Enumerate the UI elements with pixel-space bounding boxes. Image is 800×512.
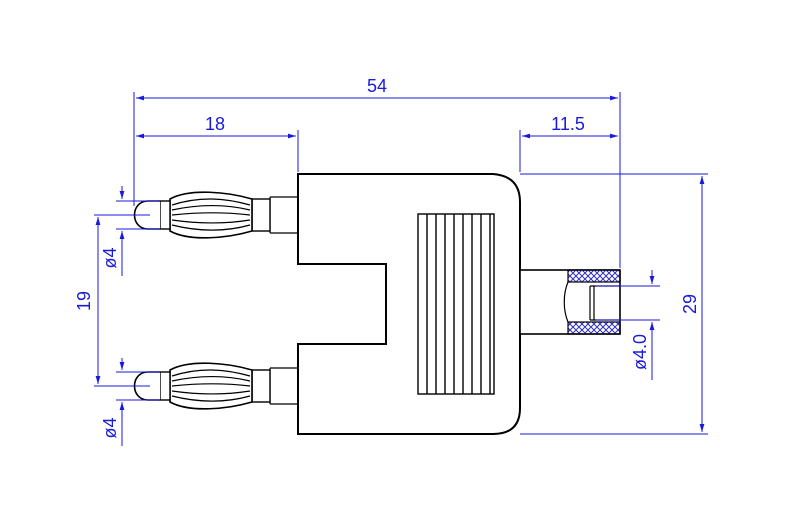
pin-length-label: 18 bbox=[205, 114, 225, 134]
dimension-overall-length: 54 bbox=[133, 76, 621, 268]
dimension-socket-diameter: ø4.0 bbox=[596, 270, 660, 380]
dimension-pin-spacing: 19 bbox=[74, 214, 150, 387]
grip-ribs bbox=[417, 213, 495, 395]
socket-depth-label: 11.5 bbox=[551, 114, 585, 134]
dimension-pin-diameter-lower: ø4 bbox=[100, 358, 160, 446]
pin-diameter-upper-label: ø4 bbox=[100, 247, 120, 268]
pin-spacing-label: 19 bbox=[74, 291, 94, 311]
dimension-pin-length: 18 bbox=[136, 114, 299, 172]
lower-banana-pin bbox=[133, 362, 271, 410]
upper-banana-pin bbox=[133, 191, 271, 239]
dimension-pin-diameter-upper: ø4 bbox=[100, 186, 160, 276]
overall-length-label: 54 bbox=[367, 76, 387, 96]
pin-diameter-lower-label: ø4 bbox=[100, 417, 120, 438]
dimension-socket-depth: 11.5 bbox=[519, 114, 618, 172]
rear-socket bbox=[519, 269, 621, 335]
height-label: 29 bbox=[680, 294, 700, 314]
dimension-height: 29 bbox=[520, 173, 708, 435]
socket-diameter-label: ø4.0 bbox=[630, 334, 650, 370]
adapter-body bbox=[297, 173, 521, 435]
